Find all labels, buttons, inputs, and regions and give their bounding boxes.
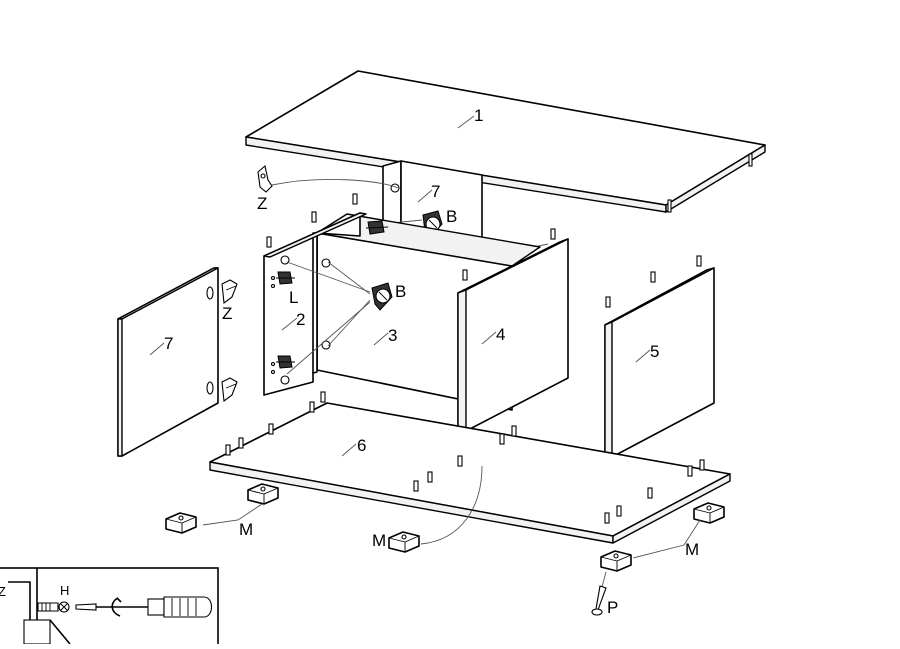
dowels [225, 193, 705, 524]
top-dowel [748, 153, 753, 167]
inset-hinge-label: Z [0, 584, 6, 599]
dowel [462, 269, 468, 281]
dowel [352, 193, 358, 205]
dowel [266, 236, 272, 248]
dowel [511, 425, 517, 437]
glide-middle: M [372, 465, 483, 553]
dowel [687, 465, 693, 477]
dowel [238, 437, 244, 449]
connector-label: L [289, 288, 298, 307]
cam-lock-lower: B [286, 261, 406, 375]
bottom-panel: 6 [209, 402, 731, 544]
dowel [225, 444, 231, 456]
dowel [499, 433, 505, 445]
glide-right: M [600, 502, 725, 572]
connector-l: L [276, 271, 298, 369]
screwdriver-icon [75, 596, 213, 618]
hinge-label-door: Z [222, 304, 232, 323]
dowel [457, 455, 463, 467]
connector-back [365, 220, 389, 235]
dowel [604, 512, 610, 524]
dowel [413, 480, 419, 492]
left-side-panel: 2 [263, 212, 367, 396]
glide-label-left: M [239, 520, 253, 539]
dowel [309, 401, 315, 413]
right-side-panel: 5 [604, 267, 715, 458]
dowel [605, 296, 611, 308]
part-label-4: 4 [496, 325, 505, 344]
part-label-5: 5 [650, 342, 659, 361]
screw-label: P [607, 598, 618, 617]
middle-divider-panel: 4 [457, 238, 569, 432]
part-label-1: 1 [474, 106, 483, 125]
hinge-top: Z [257, 164, 399, 213]
part-label-2: 2 [296, 310, 305, 329]
part-label-7-inner: 7 [431, 182, 440, 201]
part-label-3: 3 [388, 326, 397, 345]
dowel [550, 228, 556, 240]
top-panel: 1 [245, 70, 766, 213]
cam-label-lower: B [395, 282, 406, 301]
dowel [311, 211, 317, 223]
part-label-7-door: 7 [164, 334, 173, 353]
glide-left: M [165, 483, 279, 539]
glide-label-middle: M [372, 531, 386, 550]
door-panel: 7 [117, 267, 219, 457]
dowel [268, 423, 274, 435]
hinge-label-top: Z [257, 194, 267, 213]
dowel [616, 505, 622, 517]
glide-label-right: M [685, 540, 699, 559]
dowel [650, 271, 656, 283]
screw-p: P [591, 571, 618, 617]
dowel [696, 255, 702, 267]
cam-label-upper: B [446, 207, 457, 226]
dowel [647, 487, 653, 499]
hinge-door: Z [221, 279, 238, 403]
part-label-6: 6 [357, 436, 366, 455]
dowel [427, 471, 433, 483]
inset-screw-label: H [60, 583, 69, 598]
top-dowel [667, 199, 672, 213]
dowel [320, 391, 326, 403]
dowel [699, 459, 705, 471]
